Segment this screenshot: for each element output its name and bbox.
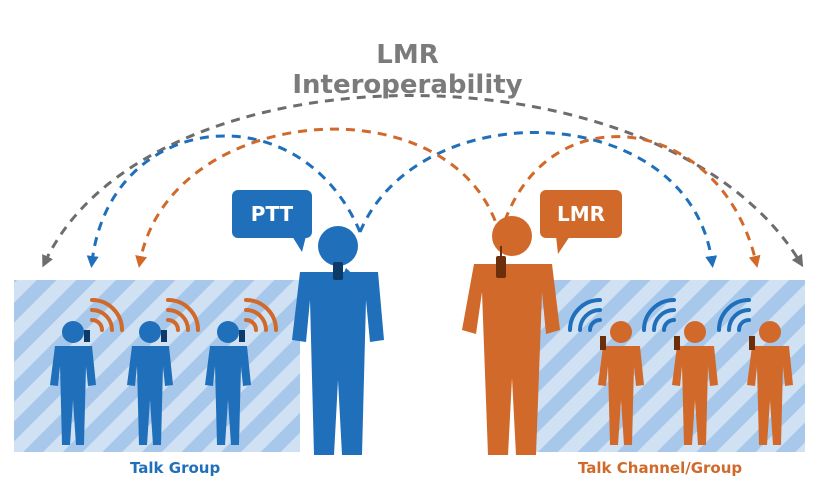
lmr-bubble-label: LMR [556, 202, 606, 226]
talk-group-label: Talk Group [130, 459, 221, 477]
blue-arc-right [358, 131, 718, 268]
ptt-speech-bubble [232, 190, 312, 252]
talk-group-member-icon-2 [127, 321, 173, 445]
talk-group-member-icon-1 [50, 321, 96, 445]
ptt-bubble-label: PTT [250, 202, 294, 226]
diagram-title-line-2: Interoperability [292, 70, 523, 100]
talk-channel-member-icon-1 [598, 321, 644, 445]
talk-channel-group-label: Talk Channel/Group [578, 459, 743, 477]
orange-arc-right [498, 135, 761, 268]
talk-channel-member-icon-3 [747, 321, 793, 445]
talk-channel-member-icon-2 [672, 321, 718, 445]
lmr-user-large-icon [462, 216, 560, 455]
diagram-title-line-1: LMR [376, 40, 439, 70]
signal-waves-icon-right [568, 298, 751, 332]
lmr-speech-bubble [540, 190, 622, 254]
gray-interoperability-arc [42, 94, 804, 268]
ptt-user-large-icon [292, 226, 384, 455]
signal-waves-icon-left [90, 298, 278, 332]
orange-arc-left [135, 127, 502, 268]
talk-group-member-icon-3 [205, 321, 251, 445]
